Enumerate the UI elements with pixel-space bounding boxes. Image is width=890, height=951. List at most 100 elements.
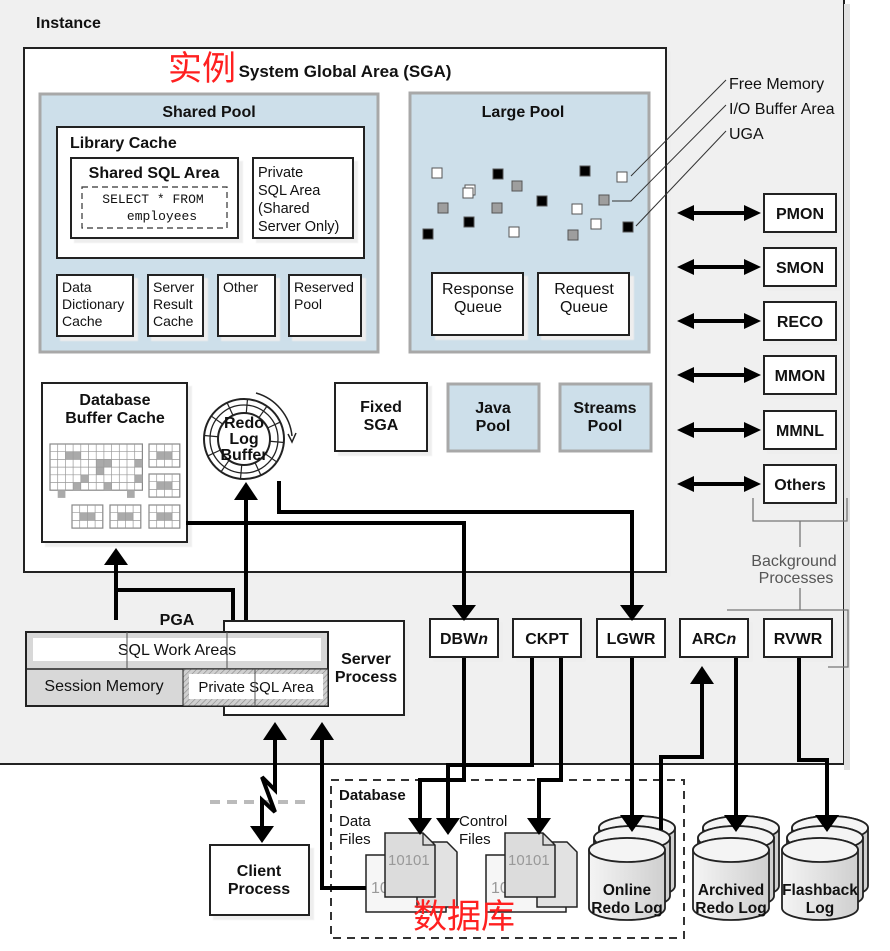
box-line: Pool (294, 296, 322, 312)
io-buffer-block (598, 194, 610, 206)
online-redo-log-label: Redo Log (591, 900, 662, 917)
dirty-buffer-cell (73, 482, 81, 491)
free-memory-block (462, 187, 474, 199)
redo-segment-divider (245, 399, 249, 414)
private-sql-line: (Shared (258, 201, 310, 217)
shared-pool: Shared Pool Library Cache Shared SQL Are… (38, 92, 380, 354)
process-mmnl: MMNL (677, 410, 837, 450)
other-box: Other (217, 274, 276, 337)
uga-block (536, 195, 548, 207)
database-annotation: 数据库 (413, 897, 515, 937)
legend-leader-io (612, 104, 727, 202)
process-label: SMON (776, 260, 824, 277)
box-line: Cache (153, 313, 194, 329)
instance-annotation: 实例 (168, 49, 236, 89)
large-pool-legend: Free Memory I/O Buffer Area UGA (612, 76, 835, 227)
shared-pool-title: Shared Pool (162, 104, 255, 121)
legend-io-buffer-area: I/O Buffer Area (729, 101, 835, 118)
free-memory-block (590, 218, 602, 230)
dirty-buffer-cell (73, 451, 81, 460)
process-box (763, 193, 837, 233)
redo-line: Log (229, 431, 258, 448)
rotation-arrowhead-icon (287, 432, 297, 444)
dirty-buffer-cell (87, 512, 96, 521)
request-queue: Request Queue (537, 272, 630, 336)
library-cache: Library Cache Shared SQL Area SELECT * F… (56, 126, 365, 259)
redo-segment-divider (269, 440, 284, 444)
data-file-glyph: 10101 (388, 852, 430, 869)
server-process-line: Process (335, 669, 397, 686)
sql-work-areas-label: SQL Work Areas (118, 642, 236, 659)
java-pool: Java Pool (446, 382, 541, 453)
legend-leader-uga (635, 130, 727, 227)
queue-line: Queue (454, 299, 502, 316)
arrow-right-icon (744, 422, 761, 438)
arrow-left-icon (677, 313, 694, 329)
arrow-left-icon (677, 422, 694, 438)
process-label: LGWR (607, 631, 656, 648)
process-box (763, 618, 833, 658)
streams-pool-line: Pool (588, 418, 623, 435)
buffer-cache-to-dbwn-line (186, 521, 466, 608)
arrow-up-icon (263, 722, 287, 740)
control-files-label: Control (459, 813, 507, 830)
data-files-label: Data (339, 813, 371, 830)
redo-line: Redo (224, 415, 264, 432)
database-container: Database Data Files Control Files (330, 779, 685, 939)
private-sql-line: SQL Area (258, 183, 321, 199)
io-buffer-block (511, 180, 523, 192)
dirty-buffer-cell (156, 451, 165, 460)
archived-redo-log-label: Redo Log (695, 900, 766, 917)
arrow-down-icon (527, 818, 551, 835)
uga-block (622, 221, 634, 233)
redo-segment-divider (226, 402, 234, 416)
legend-free-memory: Free Memory (729, 76, 824, 93)
io-buffer-block (567, 229, 579, 241)
box-line: Server (153, 279, 195, 295)
arrow-left-icon (677, 259, 694, 275)
legend-uga: UGA (729, 126, 764, 143)
java-pool-line: Java (475, 400, 511, 417)
pga-label: PGA (160, 612, 195, 629)
shared-sql-area: Shared SQL Area SELECT * FROM employees (70, 157, 239, 239)
rvwr-to-flashback-line (797, 658, 829, 815)
process-dbwn: DBWn (429, 618, 499, 658)
process-box (763, 301, 837, 341)
private-sql-area-label: Private SQL Area (198, 679, 314, 696)
dirty-buffer-cell (65, 451, 74, 460)
java-pool-line: Pool (476, 418, 511, 435)
free-memory-block (571, 203, 583, 215)
ckpt-to-data-files-line (446, 658, 534, 820)
arrow-left-icon (677, 476, 694, 492)
arrow-down-icon (724, 815, 748, 832)
arrow-down-icon (620, 815, 644, 832)
redo-log-segments (204, 399, 284, 479)
uga-block (579, 165, 591, 177)
process-box (596, 618, 666, 658)
private-sql-line: Server Only) (258, 219, 339, 235)
datafile-to-server-line (320, 735, 366, 890)
sql-work-areas (33, 638, 321, 661)
free-memory-block (616, 171, 628, 183)
redo-segment-divider (264, 453, 278, 463)
arrow-right-icon (744, 367, 761, 383)
dirty-buffer-cell (156, 481, 165, 490)
box-line: Other (223, 279, 258, 295)
arrow-right-icon (744, 205, 761, 221)
process-box (763, 410, 837, 450)
uga-block (492, 168, 504, 180)
arrow-left-icon (677, 367, 694, 383)
storage-arrowheads (408, 666, 839, 835)
box-line: Result (153, 296, 193, 312)
buffer-cache-blocks (49, 443, 181, 529)
redo-line: Buffer (220, 447, 267, 464)
dirty-buffer-cell (164, 481, 173, 490)
dirty-buffer-cell (96, 467, 104, 475)
buffer-cache-line: Database (79, 392, 150, 409)
redo-segment-divider (254, 462, 262, 476)
process-label: ARCn (692, 631, 737, 648)
server-process-line: Server (341, 651, 391, 668)
redo-segment-divider (267, 421, 281, 429)
